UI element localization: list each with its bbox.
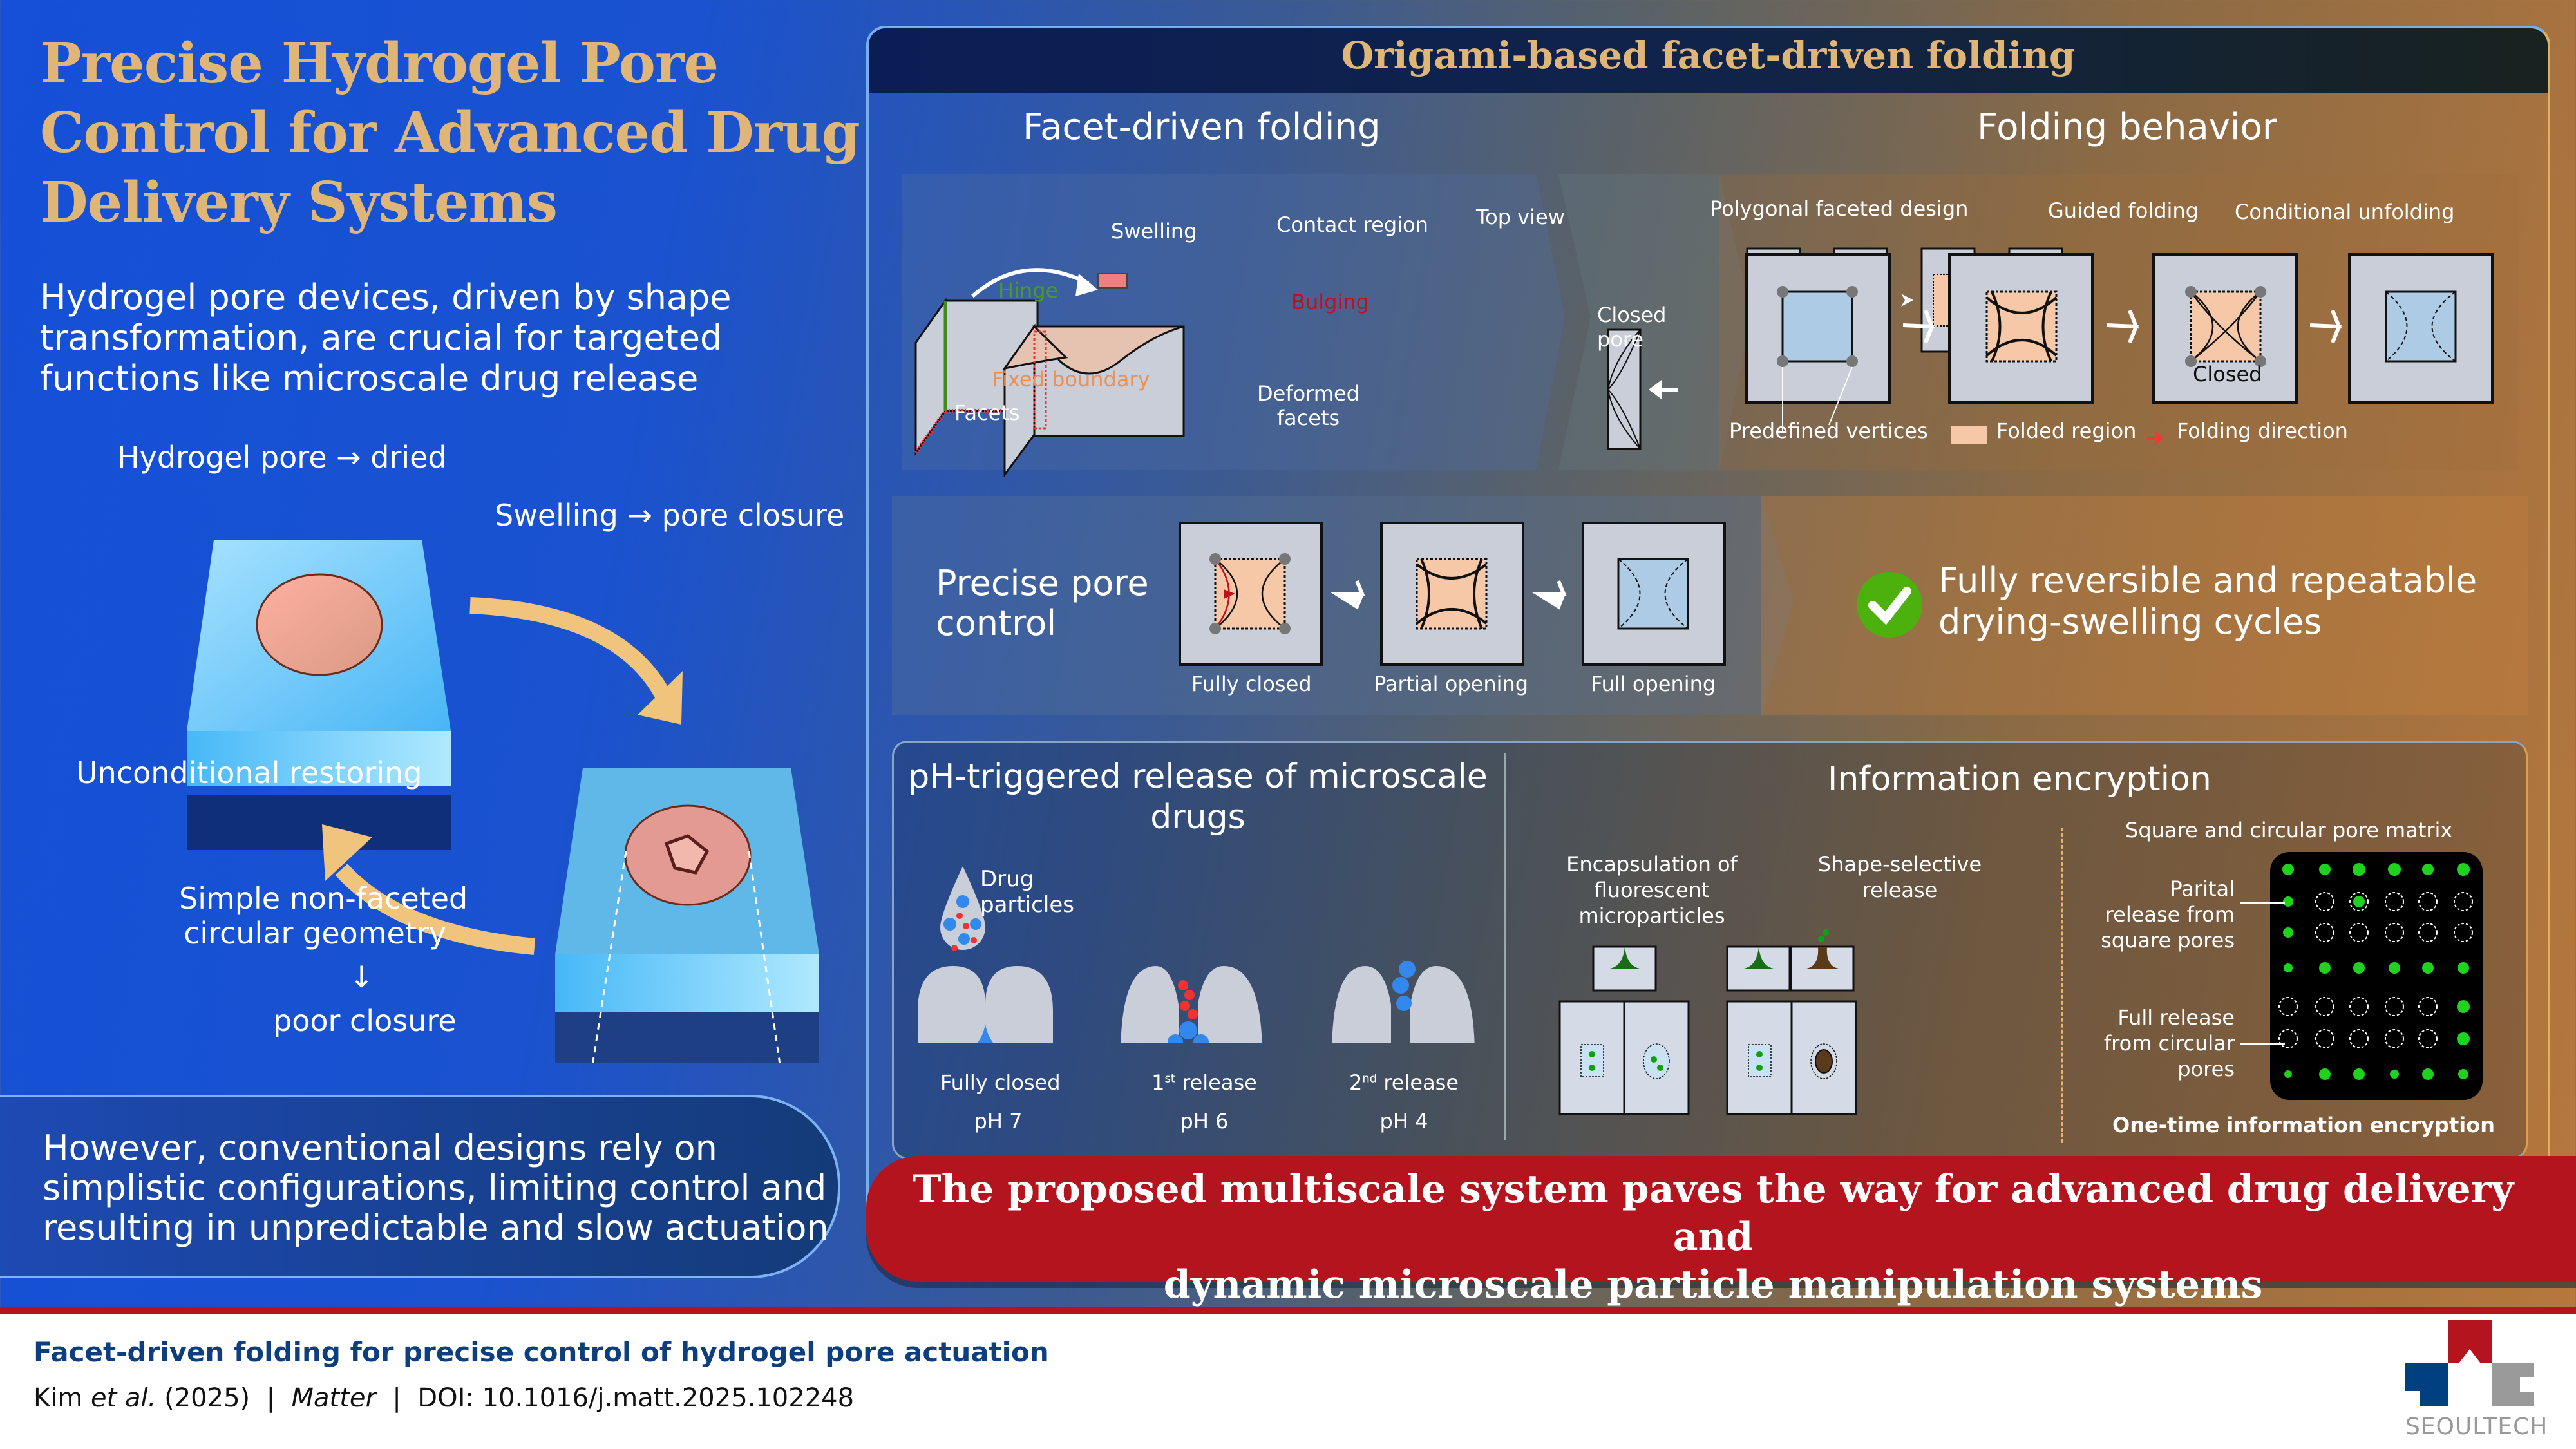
drug-droplet (940, 866, 985, 951)
seoultech-logo-icon (2405, 1320, 2534, 1406)
leader-line (2240, 1043, 2285, 1045)
open-pore (256, 573, 383, 676)
poor-closure-label: poor closure (273, 1003, 457, 1038)
conclusion-banner (866, 1156, 2576, 1282)
pore-second-release (1332, 961, 1475, 1043)
leader-line (2240, 902, 2285, 904)
step-polygonal: Polygonal faceted design (1710, 196, 1969, 221)
footer (0, 1307, 2576, 1449)
paper-title: Facet-driven folding for precise control… (33, 1336, 1049, 1368)
dashed-divider (2061, 828, 2063, 1143)
check-icon (1857, 572, 1922, 638)
dried-label: Hydrogel pore → dried (117, 440, 447, 475)
full-release-label: Full release from circular pores (2103, 1005, 2235, 1081)
stage-first-release: 1st release (1151, 1070, 1257, 1095)
state-full-opening: Full opening (1591, 672, 1716, 696)
encryption-caption: One-time information encryption (2112, 1113, 2495, 1137)
encryption-diagram (1558, 929, 1857, 1115)
legend-vertices: Predefined vertices (1729, 419, 1928, 443)
pore-control-band (892, 496, 2528, 715)
encapsulation-label: Encapsulation of fluorescent micropartic… (1566, 852, 1738, 928)
folding-direction-arrow-icon: ➜ (2145, 425, 2164, 451)
facet-folding-heading: Facet-driven folding (1023, 106, 1381, 148)
state-fully-closed: Fully closed (1191, 672, 1312, 696)
citation: Kim et al. (2025) | Matter | DOI: 10.101… (33, 1383, 855, 1413)
arrow-icon (2309, 309, 2342, 344)
ph7-label: pH 7 (974, 1109, 1023, 1133)
stage-second-release: 2nd release (1349, 1070, 1459, 1095)
down-arrow-icon: ↓ (349, 960, 374, 994)
pore-state-tiles (1179, 522, 1726, 666)
chevron-band-2 (1558, 174, 1752, 470)
swelling-label: Swelling (1111, 219, 1197, 243)
arrow-icon (1902, 309, 1935, 344)
arrow-icon (1329, 580, 1365, 610)
swollen-slab (555, 768, 819, 1063)
origami-title: Origami-based facet-driven folding (1341, 33, 2076, 77)
folding-behavior-diagram (1745, 253, 2494, 431)
encryption-heading: Information encryption (1828, 760, 2211, 799)
pore-fully-closed (918, 966, 1053, 1043)
contact-region-label: Contact region (1276, 213, 1428, 237)
doi-link[interactable]: DOI: 10.1016/j.matt.2025.102248 (417, 1383, 855, 1413)
hinge-label: Hinge (998, 278, 1059, 303)
swelling-label: Swelling → pore closure (495, 498, 845, 533)
legend-direction: Folding direction (2177, 419, 2348, 443)
conclusion-text: The proposed multiscale system paves the… (912, 1167, 2514, 1307)
applications-panel (892, 741, 2528, 1159)
ph-release-diagram (918, 866, 1475, 1043)
tile-design (1745, 253, 1891, 404)
deformed-figure (1002, 323, 1185, 477)
dried-slab (187, 540, 451, 850)
restoring-label: Unconditional restoring (76, 755, 422, 790)
closed-tag: Closed (2193, 362, 2262, 386)
restoring-arrow (335, 864, 536, 955)
drug-particles-label: Drug particles (980, 866, 1074, 918)
partial-release-label: Parital release from square pores (2101, 876, 2235, 952)
step-conditional: Conditional unfolding (2235, 200, 2455, 224)
pore-closure-diagram (187, 540, 819, 1063)
facets-label: Facets (954, 401, 1020, 425)
main-title: Precise Hydrogel Pore Control for Advanc… (40, 31, 860, 235)
ph-release-heading: pH-triggered release of microscale drugs (908, 757, 1488, 837)
geometry-label: Simple non-faceted circular geometry (179, 881, 468, 951)
top-view-figure (1607, 328, 1678, 450)
tile-full-opening (1582, 522, 1726, 666)
ph4-label: pH 4 (1379, 1109, 1428, 1133)
swelling-arrow-icon (971, 268, 1090, 298)
matrix-title: Square and circular pore matrix (2125, 818, 2453, 842)
stage-fully-closed: Fully closed (940, 1070, 1061, 1095)
arrow-icon (1531, 580, 1567, 610)
shape-selective-label: Shape-selective release (1817, 852, 1982, 902)
bulging-label: Bulging (1291, 290, 1369, 314)
swelling-arrow (469, 597, 671, 700)
top-view-label: Top view (1476, 205, 1565, 229)
fixed-boundary-label: Fixed boundary (992, 367, 1150, 392)
ph6-label: pH 6 (1180, 1109, 1229, 1133)
legend-folded: Folded region (1996, 419, 2137, 443)
intro-text: Hydrogel pore devices, driven by shape t… (40, 277, 732, 399)
pore-matrix (2278, 863, 2473, 1080)
deformed-facets-label: Deformed facets (1257, 381, 1359, 430)
closed-pore-label: Closed pore (1597, 303, 1667, 352)
folding-behavior-heading: Folding behavior (1977, 106, 2277, 148)
divider (1504, 753, 1506, 1140)
fluorescence-matrix-image (2270, 852, 2483, 1100)
seoultech-logo-text: SEOULTECH (2405, 1414, 2548, 1440)
conventional-limitation-box: However, conventional designs rely on si… (0, 1095, 840, 1278)
contact-region-swatch (1097, 273, 1128, 289)
pore-first-release (1121, 966, 1262, 1043)
pore-control-heading: Precise pore control (936, 563, 1149, 643)
state-partial-opening: Partial opening (1374, 672, 1529, 696)
arrow-icon (2107, 309, 2139, 344)
origami-header (869, 28, 2548, 93)
folded-region-swatch (1951, 426, 1987, 444)
reversible-text: Fully reversible and repeatable drying-s… (1938, 560, 2477, 642)
step-guided: Guided folding (2048, 198, 2199, 223)
